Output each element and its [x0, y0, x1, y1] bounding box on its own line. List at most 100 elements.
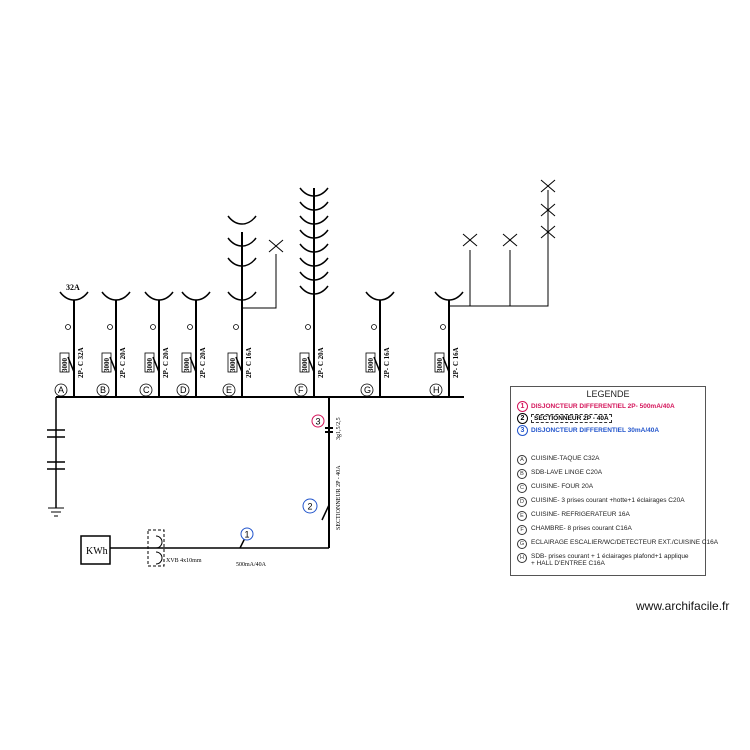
circuit-letter-circle: [222, 383, 236, 397]
legend-circuit: H SDB- prises courant + 1 éclairages plaf…: [517, 553, 689, 567]
circuit-letter-circle: [294, 383, 308, 397]
socket-symbol: [227, 237, 257, 247]
meter-label: KWh: [86, 546, 108, 557]
indicator: [107, 324, 113, 330]
circuit-letter-circle: [139, 383, 153, 397]
svg-text:2: 2: [308, 502, 313, 512]
legend-circuit-letter: A: [517, 455, 527, 465]
earth-symbol: [48, 507, 64, 517]
legend-circuit-letter: B: [517, 469, 527, 479]
breaker-box: [227, 352, 238, 373]
socket-symbol: [299, 215, 329, 225]
breaker-label: 2P- C 20A: [317, 347, 325, 378]
breaker-label: 2P- C 16A: [383, 347, 391, 378]
socket-symbol: [299, 285, 329, 295]
supply-box: [147, 529, 165, 567]
circuit-letter-circle: [96, 383, 110, 397]
breaker-box: [299, 352, 310, 373]
socket-symbol: [181, 291, 211, 301]
legend-circuit: F CHAMBRE- 8 prises courant C16A: [517, 525, 632, 535]
sub-cable-label: 3g1,5/2,5: [336, 417, 342, 440]
breaker-value: 3000: [103, 358, 111, 373]
circuit-letter-circle: [54, 383, 68, 397]
legend-item-number: 2: [517, 413, 528, 424]
legend-circuit-text: SDB-LAVE LINGE C20A: [531, 469, 603, 476]
breaker-box: [144, 352, 155, 373]
legend-circuit-letter: E: [517, 511, 527, 521]
breaker-value: 3000: [229, 358, 237, 373]
sectionneur-switch: [321, 504, 330, 521]
breaker-label: 2P- C 20A: [119, 347, 127, 378]
socket-symbol: [144, 291, 174, 301]
breaker-box: [434, 352, 445, 373]
socket-symbol: [299, 187, 329, 197]
indicator: [187, 324, 193, 330]
amp-label: 32A: [66, 283, 80, 292]
legend-circuit: A CUISINE-TAQUE C32A: [517, 455, 600, 465]
socket-symbol: [299, 229, 329, 239]
light-branch: [242, 254, 277, 309]
circuit-letter: F: [298, 385, 304, 395]
meter-box: [80, 535, 111, 565]
breaker-box: [101, 352, 112, 373]
legend-item-number: 1: [517, 401, 528, 412]
socket-symbol: [299, 201, 329, 211]
socket-symbol: [299, 243, 329, 253]
socket-symbol: [434, 291, 464, 301]
circuit-letter-circle: [429, 383, 443, 397]
legend-circuit-text: CUISINE-TAQUE C32A: [531, 455, 600, 462]
sub-breaker: [325, 427, 333, 433]
legend-circuit-letter: F: [517, 525, 527, 535]
legend-item-text: DISJONCTEUR DIFFERENTIEL 30mA/40A: [531, 427, 660, 434]
circuit-letter: A: [58, 385, 64, 395]
marker-2: 2: [302, 498, 318, 514]
legend-item-text: DISJONCTEUR DIFFERENTIEL 2P- 500mA/40A: [531, 403, 675, 410]
marker-1: 1: [240, 527, 254, 541]
breaker-label: 2P- C 32A: [77, 347, 85, 378]
svg-text:1: 1: [245, 530, 250, 540]
circuit-letter-circle: [176, 383, 190, 397]
breaker-box: [181, 352, 192, 373]
circuit-branches: 3000 2P- C 32A A 3000 2P- C 20A B 3000 2P- C 20…: [54, 179, 556, 397]
circuit-letter: G: [364, 385, 371, 395]
marker-3: 3: [311, 414, 325, 428]
socket-symbol: [365, 291, 395, 301]
breaker-value: 3000: [146, 358, 154, 373]
indicator: [65, 324, 71, 330]
supply-coils: [155, 535, 163, 565]
circuit-letter-circle: [360, 383, 374, 397]
indicator: [440, 324, 446, 330]
legend-circuit-text: ECLAIRAGE ESCALIER/WC/DETECTEUR EXT./CUI…: [531, 539, 719, 546]
socket-symbol: [299, 257, 329, 267]
breaker-box: [59, 352, 70, 373]
circuit-letter: H: [433, 385, 440, 395]
legend-circuit-text: CUISINE- REFRIGERATEUR 16A: [531, 511, 630, 518]
socket-symbol: [227, 257, 257, 267]
legend-circuit-letter: H: [517, 553, 527, 563]
socket-symbol: [101, 291, 131, 301]
indicator: [371, 324, 377, 330]
indicator: [150, 324, 156, 330]
sectionneur-label: SECTIONNEUR 2P - 40A: [336, 465, 342, 530]
legend-circuit-text: SDB- prises courant + 1 éclairages plafo…: [531, 553, 689, 567]
breaker-value: 3000: [301, 358, 309, 373]
legend-circuit: B SDB-LAVE LINGE C20A: [517, 469, 602, 479]
legend-circuit-letter: D: [517, 497, 527, 507]
circuit-letter: C: [143, 385, 150, 395]
breaker-label: 2P- C 20A: [162, 347, 170, 378]
main-breaker-label: 500mA/40A: [236, 562, 267, 568]
breaker-value: 3000: [61, 358, 69, 373]
svg-text:3: 3: [316, 417, 321, 427]
breaker-label: 2P- C 20A: [199, 347, 207, 378]
indicator: [233, 324, 239, 330]
circuit-letter: B: [100, 385, 106, 395]
legend-circuit-text: CHAMBRE- 8 prises courant C16A: [531, 525, 632, 532]
legend-item-number: 3: [517, 425, 528, 436]
legend-circuit-text: CUISINE- FOUR 20A: [531, 483, 594, 490]
